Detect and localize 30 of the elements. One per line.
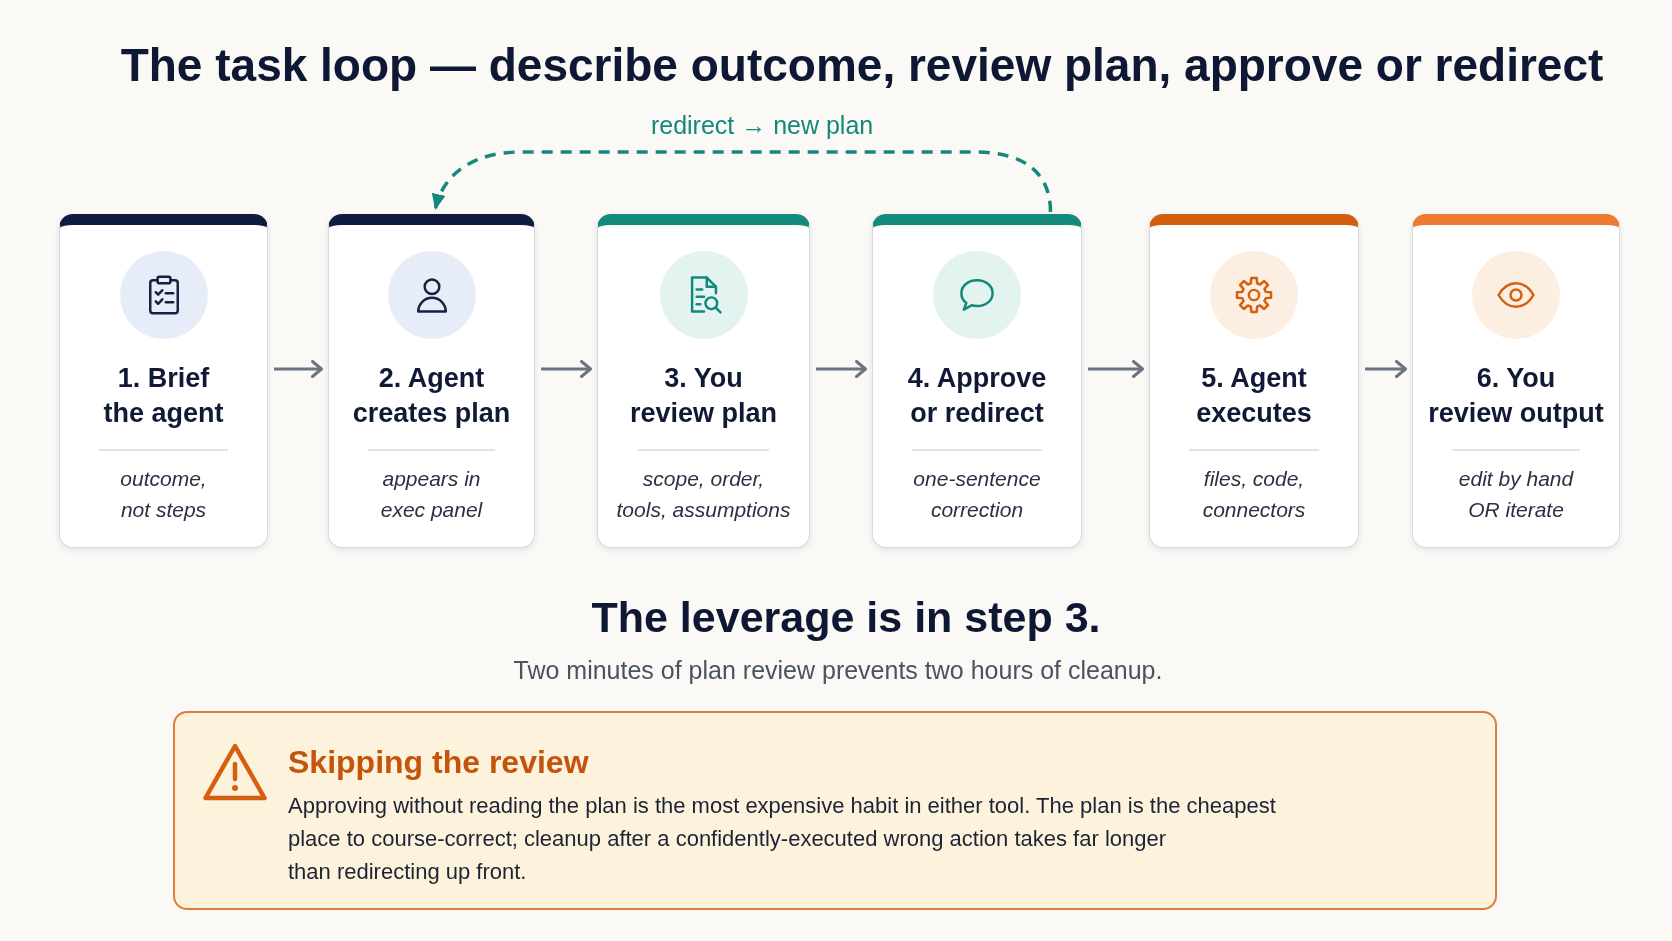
arrow [274, 360, 323, 378]
headline: The leverage is in step 3. [590, 592, 1102, 643]
step-title: 2. Agent creates plan [352, 362, 511, 430]
step-card [872, 214, 1082, 548]
step-note: appears in exec panel [380, 465, 483, 523]
arrow [1088, 360, 1144, 378]
step-card [328, 214, 535, 548]
arrow [432, 150, 1053, 213]
warning-callout [173, 711, 1497, 910]
arrow [816, 360, 867, 378]
arrow [541, 360, 592, 378]
step-title: 4. Approve or redirect [907, 362, 1047, 430]
step-card [597, 214, 810, 548]
callout-text: Approving without reading the plan is the most expensive habit in either tool. The plan is the cheapest place to course-correct; cleanup after a confidently-executed wrong action takes far longer than redirecting up front. [288, 792, 1277, 886]
title: The task loop — describe outcome, review plan, approve or redirect [119, 38, 1605, 93]
step-title: 5. Agent executes [1196, 362, 1312, 430]
step-card [59, 214, 268, 548]
step-note: outcome, not steps [120, 465, 207, 523]
step-title: 6. You review output [1428, 362, 1604, 430]
step-note: one-sentence correction [913, 465, 1041, 523]
step-note: edit by hand OR iterate [1458, 465, 1574, 523]
step-note: files, code, connectors [1202, 465, 1306, 523]
step-card [1412, 214, 1620, 548]
step-note: scope, order, tools, assumptions [616, 465, 791, 523]
step-title: 1. Brief the agent [103, 362, 224, 430]
step-title: 3. You review plan [629, 362, 778, 430]
subtitle: Two minutes of plan review prevents two hours of cleanup. [512, 655, 1164, 686]
step-card [1149, 214, 1359, 548]
arrow [1365, 360, 1407, 378]
callout-heading: Skipping the review [288, 743, 590, 781]
